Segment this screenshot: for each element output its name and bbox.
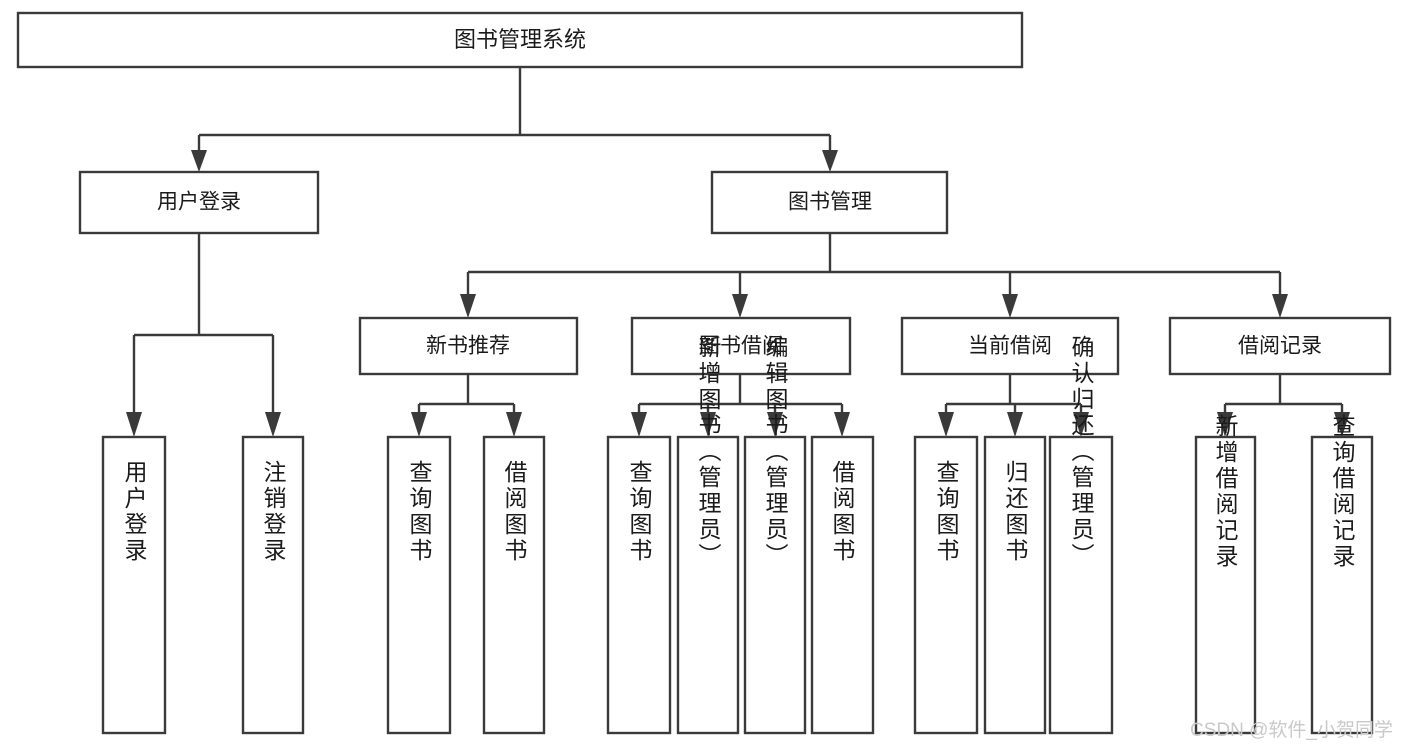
- leaf-bb-edit-book-admin-label: 编辑图书（管理员）: [762, 335, 789, 569]
- leaf-bb-borrow-book-label: 借阅图书: [829, 460, 856, 564]
- node-book-management-box[interactable]: [710, 170, 949, 235]
- arrow-head-leaf-logout: [265, 412, 281, 437]
- arrow-head-cb-leaf-2: [1007, 412, 1023, 437]
- leaf-bb-add-book-admin-box[interactable]: [676, 435, 740, 735]
- leaf-br-query-record-box[interactable]: [1310, 435, 1374, 735]
- leaf-nb-query-book[interactable]: 查询图书: [386, 435, 452, 735]
- csdn-watermark: CSDN @软件_小贺同学: [1190, 720, 1393, 741]
- leaf-bb-edit-book-admin-box[interactable]: [743, 435, 807, 735]
- node-layer: 图书管理系统 用户登录 图书管理 新书推荐 图书借阅 当前: [16, 11, 1392, 735]
- arrow-head-new-book: [460, 294, 476, 318]
- node-book-management-label: 图书管理: [788, 191, 872, 214]
- node-root[interactable]: 图书管理系统: [16, 11, 1024, 69]
- node-book-borrow-box[interactable]: [630, 316, 852, 376]
- arrow-head-br-leaf-2: [1334, 412, 1350, 437]
- arrow-head-book-mgmt: [822, 150, 838, 172]
- node-new-book-recommend-box[interactable]: [358, 316, 579, 376]
- leaf-br-add-record-box[interactable]: [1194, 435, 1257, 735]
- leaf-nb-borrow-book-label: 借阅图书: [501, 460, 528, 564]
- leaf-cb-return-book[interactable]: 归还图书: [983, 435, 1047, 735]
- leaf-bb-query-book[interactable]: 查询图书: [606, 435, 672, 735]
- node-root-label: 图书管理系统: [454, 27, 586, 52]
- leaf-bb-add-book-admin-label: 新增图书（管理员）: [695, 335, 722, 569]
- leaf-cb-query-book-label: 查询图书: [933, 460, 960, 564]
- arrow-head-bb-leaf-1: [631, 412, 647, 437]
- leaf-cb-confirm-return-admin[interactable]: 确认归还（管理员）: [1048, 335, 1114, 735]
- arrow-head-nb-leaf-2: [506, 412, 522, 437]
- leaf-cb-confirm-return-admin-box[interactable]: [1048, 435, 1114, 735]
- leaf-bb-borrow-book-box[interactable]: [810, 435, 875, 735]
- leaf-cb-confirm-return-admin-label: 确认归还（管理员）: [1068, 335, 1095, 569]
- arrow-head-user-login: [191, 150, 207, 172]
- node-current-borrow-box[interactable]: [900, 316, 1120, 376]
- leaf-br-add-record[interactable]: 新增借阅记录: [1194, 414, 1257, 735]
- node-current-borrow[interactable]: 当前借阅: [900, 316, 1120, 376]
- node-new-book-recommend-label: 新书推荐: [426, 335, 510, 358]
- leaf-user-login[interactable]: 用户登录: [101, 435, 167, 735]
- leaf-user-login-label: 用户登录: [121, 460, 148, 564]
- leaf-bb-add-book-admin[interactable]: 新增图书（管理员）: [676, 335, 740, 735]
- arrow-head-cb-leaf-3: [1073, 412, 1089, 437]
- arrow-head-bb-leaf-4: [834, 412, 850, 437]
- leaf-logout-label: 注销登录: [260, 460, 287, 564]
- arrow-head-nb-leaf-1: [411, 412, 427, 437]
- node-user-login-box[interactable]: [78, 170, 320, 235]
- leaf-br-query-record-label: 查询借阅记录: [1329, 414, 1356, 570]
- node-user-login[interactable]: 用户登录: [78, 170, 320, 235]
- leaf-br-query-record[interactable]: 查询借阅记录: [1310, 414, 1374, 735]
- node-book-management[interactable]: 图书管理: [710, 170, 949, 235]
- arrow-head-cb-leaf-1: [938, 412, 954, 437]
- leaf-nb-query-book-box[interactable]: [386, 435, 452, 735]
- leaf-bb-borrow-book[interactable]: 借阅图书: [810, 435, 875, 735]
- leaf-nb-query-book-label: 查询图书: [406, 460, 433, 564]
- leaf-user-login-box[interactable]: [101, 435, 167, 735]
- node-borrow-record-box[interactable]: [1168, 316, 1392, 376]
- arrow-head-borrow-book: [732, 294, 748, 318]
- node-borrow-record-label: 借阅记录: [1238, 335, 1322, 358]
- node-book-borrow-label: 图书借阅: [699, 335, 783, 358]
- leaf-nb-borrow-book-box[interactable]: [482, 435, 546, 735]
- node-book-borrow[interactable]: 图书借阅: [630, 316, 852, 376]
- leaf-cb-query-book[interactable]: 查询图书: [913, 435, 979, 735]
- arrow-head-borrow-record: [1272, 294, 1288, 318]
- leaf-logout-box[interactable]: [241, 435, 305, 735]
- leaf-cb-query-book-box[interactable]: [913, 435, 979, 735]
- leaf-bb-edit-book-admin[interactable]: 编辑图书（管理员）: [743, 335, 807, 735]
- leaf-br-add-record-label: 新增借阅记录: [1212, 414, 1239, 570]
- node-root-box[interactable]: [16, 11, 1024, 69]
- node-current-borrow-label: 当前借阅: [968, 335, 1052, 358]
- connector-layer: [126, 67, 1350, 437]
- arrow-head-current-borrow: [1002, 294, 1018, 318]
- arrow-head-bb-leaf-3: [767, 412, 783, 437]
- leaf-nb-borrow-book[interactable]: 借阅图书: [482, 435, 546, 735]
- arrow-head-leaf-user-login: [126, 412, 142, 437]
- arrow-head-br-leaf-1: [1217, 412, 1233, 437]
- leaf-bb-query-book-box[interactable]: [606, 435, 672, 735]
- node-borrow-record[interactable]: 借阅记录: [1168, 316, 1392, 376]
- arrow-head-bb-leaf-2: [700, 412, 716, 437]
- node-new-book-recommend[interactable]: 新书推荐: [358, 316, 579, 376]
- leaf-bb-query-book-label: 查询图书: [626, 460, 653, 564]
- leaf-logout[interactable]: 注销登录: [241, 435, 305, 735]
- leaf-cb-return-book-label: 归还图书: [1002, 460, 1029, 564]
- leaf-cb-return-book-box[interactable]: [983, 435, 1047, 735]
- node-user-login-label: 用户登录: [157, 191, 241, 214]
